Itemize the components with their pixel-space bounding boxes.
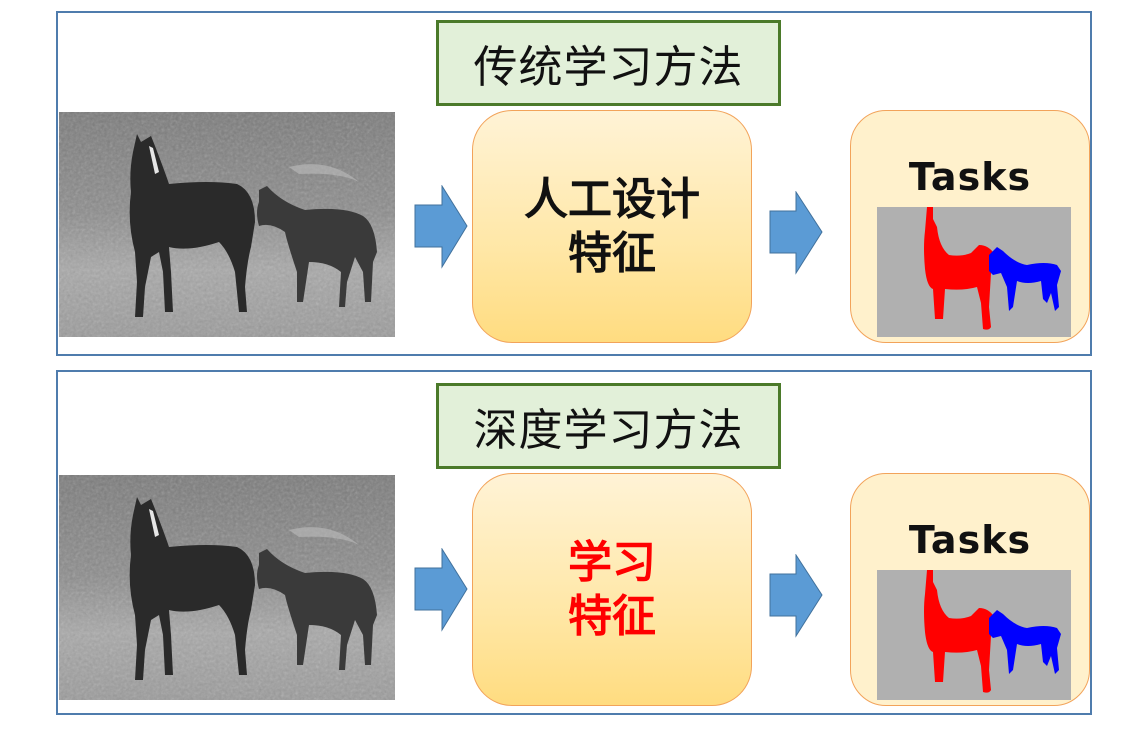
arrow-right-icon: [414, 185, 468, 269]
arrow-right-icon: [414, 548, 468, 632]
tasks-label: Tasks: [908, 518, 1032, 562]
learned-feature-box: 学习 特征: [472, 473, 752, 706]
arrow-right-icon: [769, 554, 823, 638]
feature-line-1: 人工设计: [524, 173, 700, 225]
feature-line-1: 学习: [568, 536, 656, 588]
feature-line-2: 特征: [568, 590, 656, 642]
handcrafted-feature-box: 人工设计 特征: [472, 110, 752, 343]
input-horse-photo: [59, 112, 395, 337]
deep-learning-method-panel: 深度学习方法 学习 特征 Tasks: [56, 370, 1092, 715]
panel-title: 深度学习方法: [436, 383, 781, 469]
traditional-method-panel: 传统学习方法 人工设计 特征 Tasks: [56, 11, 1092, 356]
segmentation-mask-image: [877, 207, 1071, 337]
arrow-right-icon: [769, 191, 823, 275]
tasks-box: Tasks: [850, 473, 1090, 706]
panel-title: 传统学习方法: [436, 20, 781, 106]
segmentation-mask-image: [877, 570, 1071, 700]
feature-line-2: 特征: [568, 227, 656, 279]
tasks-label: Tasks: [908, 155, 1032, 199]
tasks-box: Tasks: [850, 110, 1090, 343]
input-horse-photo: [59, 475, 395, 700]
